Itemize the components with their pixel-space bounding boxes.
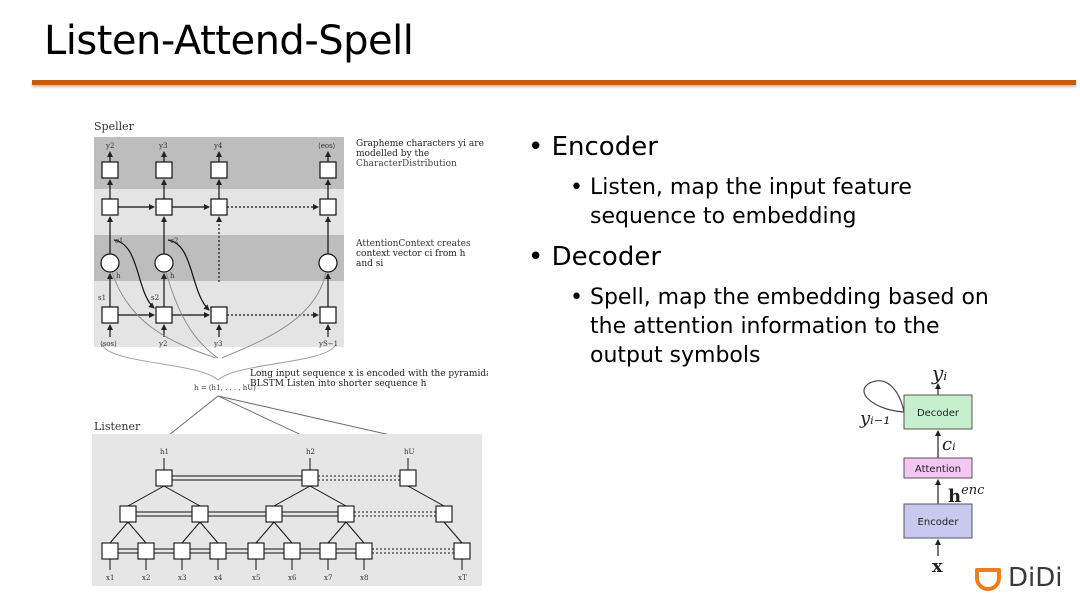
speller-output-label: ⟨eos⟩ bbox=[318, 142, 336, 150]
listener-input-label: x1 bbox=[106, 574, 114, 582]
bullet-encoder: • Encoder bbox=[528, 132, 658, 162]
listener-input-label: x4 bbox=[214, 574, 223, 582]
sub-bullet-line: sequence to embedding bbox=[590, 204, 857, 229]
c-label: cᵢ bbox=[942, 434, 956, 455]
speller-label: Speller bbox=[94, 120, 135, 133]
listener-top-label: h1 bbox=[160, 448, 169, 456]
listener-links bbox=[109, 458, 463, 570]
context-label: c1 bbox=[115, 237, 123, 245]
note-grapheme: Grapheme characters yi are bbox=[356, 139, 484, 149]
slide-title: Listen-Attend-Spell bbox=[44, 18, 414, 64]
speller-arrows bbox=[107, 151, 331, 337]
listener-panel bbox=[92, 434, 482, 586]
bullet-marker: • bbox=[528, 242, 544, 272]
bullet-encoder-label: Encoder bbox=[551, 132, 658, 162]
listener-top-label: h2 bbox=[306, 448, 315, 456]
speller-input-label: y3 bbox=[213, 340, 222, 348]
attention-curves bbox=[111, 271, 327, 359]
h-enc-label: henc bbox=[948, 483, 985, 507]
listener-input-label: x7 bbox=[324, 574, 332, 582]
brace-curves bbox=[101, 343, 337, 381]
listener-top-label: hU bbox=[404, 448, 415, 456]
s-label: s2 bbox=[151, 294, 159, 302]
bullet-marker: • bbox=[528, 132, 544, 162]
speller-output-label: y2 bbox=[105, 142, 114, 150]
bullet-decoder-label: Decoder bbox=[551, 242, 662, 272]
listener-input-label: x3 bbox=[178, 574, 186, 582]
bullet-decoder: • Decoder bbox=[528, 242, 661, 272]
speller-output-label: y3 bbox=[158, 142, 167, 150]
didi-logo-icon bbox=[975, 568, 1001, 591]
listener-input-label: x6 bbox=[288, 574, 297, 582]
note-grapheme: modelled by the bbox=[356, 149, 429, 159]
context-label: c2 bbox=[170, 237, 178, 245]
s-label: s1 bbox=[98, 294, 106, 302]
note-grapheme: CharacterDistribution bbox=[356, 159, 457, 169]
h-sequence-label: h = (h1, . . . , hU) bbox=[194, 384, 256, 392]
speller-input-label: yS−1 bbox=[318, 340, 338, 348]
encoder-label: Encoder bbox=[918, 517, 960, 528]
h-label: h bbox=[948, 486, 961, 507]
attention-block bbox=[903, 457, 973, 479]
sub-bullet-line: output symbols bbox=[590, 343, 761, 368]
didi-logo-text: DiDi bbox=[1008, 563, 1063, 593]
decoder-label: Decoder bbox=[917, 408, 960, 419]
speller-columns bbox=[100, 161, 338, 324]
y-output-label: yᵢ bbox=[931, 361, 947, 385]
bullet-encoder-sub: • Listen, map the input feature sequence… bbox=[570, 173, 912, 231]
las-architecture-figure: Speller y2 y3 y4 ⟨eos⟩ c1 c2 s1 s2 bbox=[92, 120, 488, 586]
y-prev-label: yᵢ₋₁ bbox=[859, 408, 891, 429]
sub-bullet-marker: • bbox=[570, 285, 583, 310]
attention-label: Attention bbox=[915, 464, 961, 475]
note-input: Long input sequence x is encoded with th… bbox=[250, 369, 488, 379]
note-attention: context vector ci from h bbox=[356, 249, 466, 259]
note-input: BLSTM Listen into shorter sequence h bbox=[250, 379, 427, 389]
sub-bullet-line: the attention information to the bbox=[590, 314, 940, 339]
x-label: x bbox=[932, 556, 943, 577]
h-label: h bbox=[116, 272, 121, 280]
encoder-block bbox=[903, 503, 973, 539]
bullet-decoder-sub: • Spell, map the embedding based on the … bbox=[570, 283, 989, 370]
listener-input-label: xT bbox=[458, 574, 467, 582]
decoder-block bbox=[903, 394, 973, 430]
note-attention: AttentionContext creates bbox=[355, 239, 471, 249]
listener-input-label: x8 bbox=[360, 574, 368, 582]
title-underline bbox=[32, 80, 1076, 85]
sub-bullet-line: Spell, map the embedding based on bbox=[590, 285, 989, 310]
listener-input-label: x5 bbox=[252, 574, 260, 582]
listener-input-label: x2 bbox=[142, 574, 150, 582]
encoder-decoder-block-diagram: yᵢ Decoder yᵢ₋₁ cᵢ Attention henc Encode… bbox=[859, 361, 985, 577]
h-label: h bbox=[170, 272, 175, 280]
sub-bullet-line: Listen, map the input feature bbox=[590, 175, 912, 200]
speller-output-label: y4 bbox=[213, 142, 223, 150]
listener-connectors bbox=[163, 395, 409, 440]
speller-input-label: y2 bbox=[158, 340, 167, 348]
listener-label: Listener bbox=[94, 420, 141, 433]
h-sup-label: enc bbox=[961, 483, 985, 498]
sub-bullet-marker: • bbox=[570, 175, 583, 200]
feedback-loop bbox=[863, 380, 905, 413]
speller-input-label: ⟨sos⟩ bbox=[100, 340, 117, 348]
note-attention: and si bbox=[356, 259, 383, 269]
